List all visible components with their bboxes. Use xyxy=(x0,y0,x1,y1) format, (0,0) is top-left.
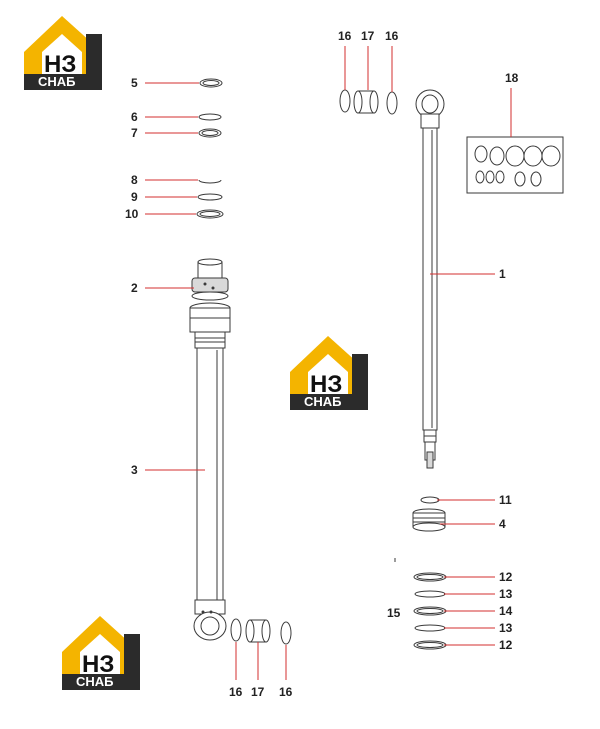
seal-6 xyxy=(198,113,222,121)
callout-14: 14 xyxy=(499,604,513,618)
logo-bottom-left: НЗ СНАБ xyxy=(62,616,140,690)
ring-12a xyxy=(413,572,447,582)
seal-8 xyxy=(198,179,222,184)
logo-top-left: НЗ СНАБ xyxy=(24,16,102,90)
bushing-set-top xyxy=(339,89,398,115)
callout-2: 2 xyxy=(131,281,138,295)
cylinder-barrel-3 xyxy=(189,302,231,641)
callout-11: 11 xyxy=(499,493,512,507)
gland-head-2 xyxy=(191,258,229,301)
callout-3: 3 xyxy=(131,463,138,477)
piston-rod-1 xyxy=(415,89,445,469)
seal-5 xyxy=(199,78,223,88)
logo-main-text: НЗ xyxy=(44,51,76,78)
seal-7 xyxy=(198,128,222,138)
callout-12-lower: 12 xyxy=(499,638,513,652)
ring-13b xyxy=(414,624,446,632)
seal-11 xyxy=(420,496,440,504)
logo-sub-text: СНАБ xyxy=(38,74,76,89)
logo-sub-text: СНАБ xyxy=(76,674,114,689)
callout-15: 15 xyxy=(387,606,401,620)
callout-8: 8 xyxy=(131,173,138,187)
ring-12b xyxy=(413,640,447,650)
callout-1: 1 xyxy=(499,267,506,281)
callout-17-top: 17 xyxy=(361,29,375,43)
seal-kit-18 xyxy=(466,136,564,194)
callout-9: 9 xyxy=(131,190,138,204)
logo-main-text: НЗ xyxy=(310,371,342,398)
ring-14 xyxy=(413,606,447,616)
leader-lines xyxy=(145,46,512,680)
callout-16-top-right: 16 xyxy=(385,29,399,43)
seal-9 xyxy=(197,193,223,201)
callout-18: 18 xyxy=(505,71,519,85)
callout-13-lower: 13 xyxy=(499,621,513,635)
callout-5: 5 xyxy=(131,76,138,90)
callout-17-bottom: 17 xyxy=(251,685,265,699)
callout-6: 6 xyxy=(131,110,138,124)
callout-16-top-left: 16 xyxy=(338,29,352,43)
ring-13a xyxy=(414,590,446,598)
callout-12-upper: 12 xyxy=(499,570,513,584)
callout-7: 7 xyxy=(131,126,138,140)
bushing-set-bottom xyxy=(230,618,292,645)
logo-main-text: НЗ xyxy=(82,651,114,678)
callout-13-upper: 13 xyxy=(499,587,513,601)
callout-10: 10 xyxy=(125,207,139,221)
callout-16-bottom-right: 16 xyxy=(279,685,293,699)
logo-sub-text: СНАБ xyxy=(304,394,342,409)
callout-4: 4 xyxy=(499,517,506,531)
callout-16-bottom-left: 16 xyxy=(229,685,243,699)
seal-10 xyxy=(196,209,224,219)
piston-4 xyxy=(412,508,446,532)
logo-center: НЗ СНАБ xyxy=(290,336,368,410)
callout-labels: 5 6 7 8 9 10 2 3 1 18 16 17 16 11 4 15 1… xyxy=(125,29,519,699)
